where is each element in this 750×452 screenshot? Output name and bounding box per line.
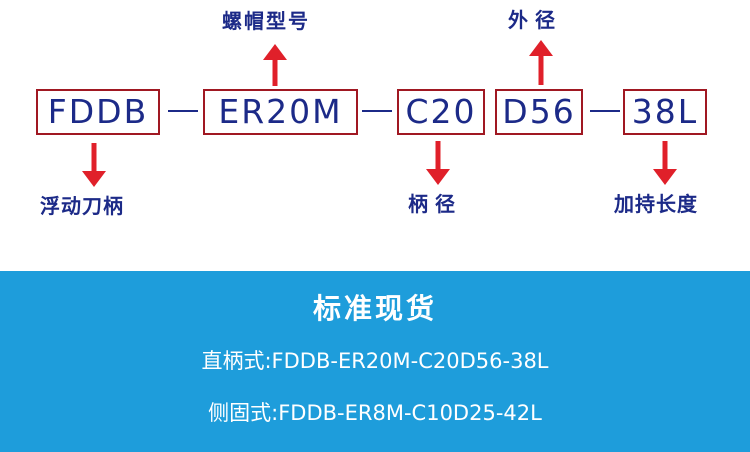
- arrow-down-icon: [426, 141, 450, 185]
- code-segment-fddb: FDDB: [36, 89, 160, 135]
- dash-3: [590, 110, 620, 112]
- arrow-up-icon: [529, 40, 553, 85]
- label-floating-holder: 浮动刀柄: [40, 194, 124, 218]
- code-segment-c20: C20: [397, 89, 485, 135]
- dash-2: [362, 110, 392, 112]
- label-outer-diameter: 外 径: [508, 8, 555, 32]
- stock-title: 标准现货: [312, 292, 437, 325]
- stock-panel: 标准现货 直柄式:FDDB-ER20M-C20D56-38L 侧固式:FDDB-…: [0, 271, 750, 452]
- code-segment-38l: 38L: [623, 89, 707, 135]
- label-clamp-length: 加持长度: [614, 192, 698, 216]
- stock-side-lock: 侧固式:FDDB-ER8M-C10D25-42L: [208, 401, 542, 425]
- arrow-up-icon: [263, 44, 287, 86]
- code-diagram: FDDB ER20M C20 D56 38L 螺帽型号 外 径 浮动刀柄 柄 径…: [36, 8, 707, 218]
- label-shank-diameter: 柄 径: [408, 192, 455, 216]
- code-segment-er20m: ER20M: [203, 89, 358, 135]
- label-thread-type: 螺帽型号: [222, 9, 310, 33]
- arrow-down-icon: [82, 143, 106, 187]
- dash-1: [168, 110, 198, 112]
- code-segment-d56: D56: [495, 89, 583, 135]
- arrow-down-icon: [653, 141, 677, 185]
- stock-straight-shank: 直柄式:FDDB-ER20M-C20D56-38L: [201, 349, 549, 373]
